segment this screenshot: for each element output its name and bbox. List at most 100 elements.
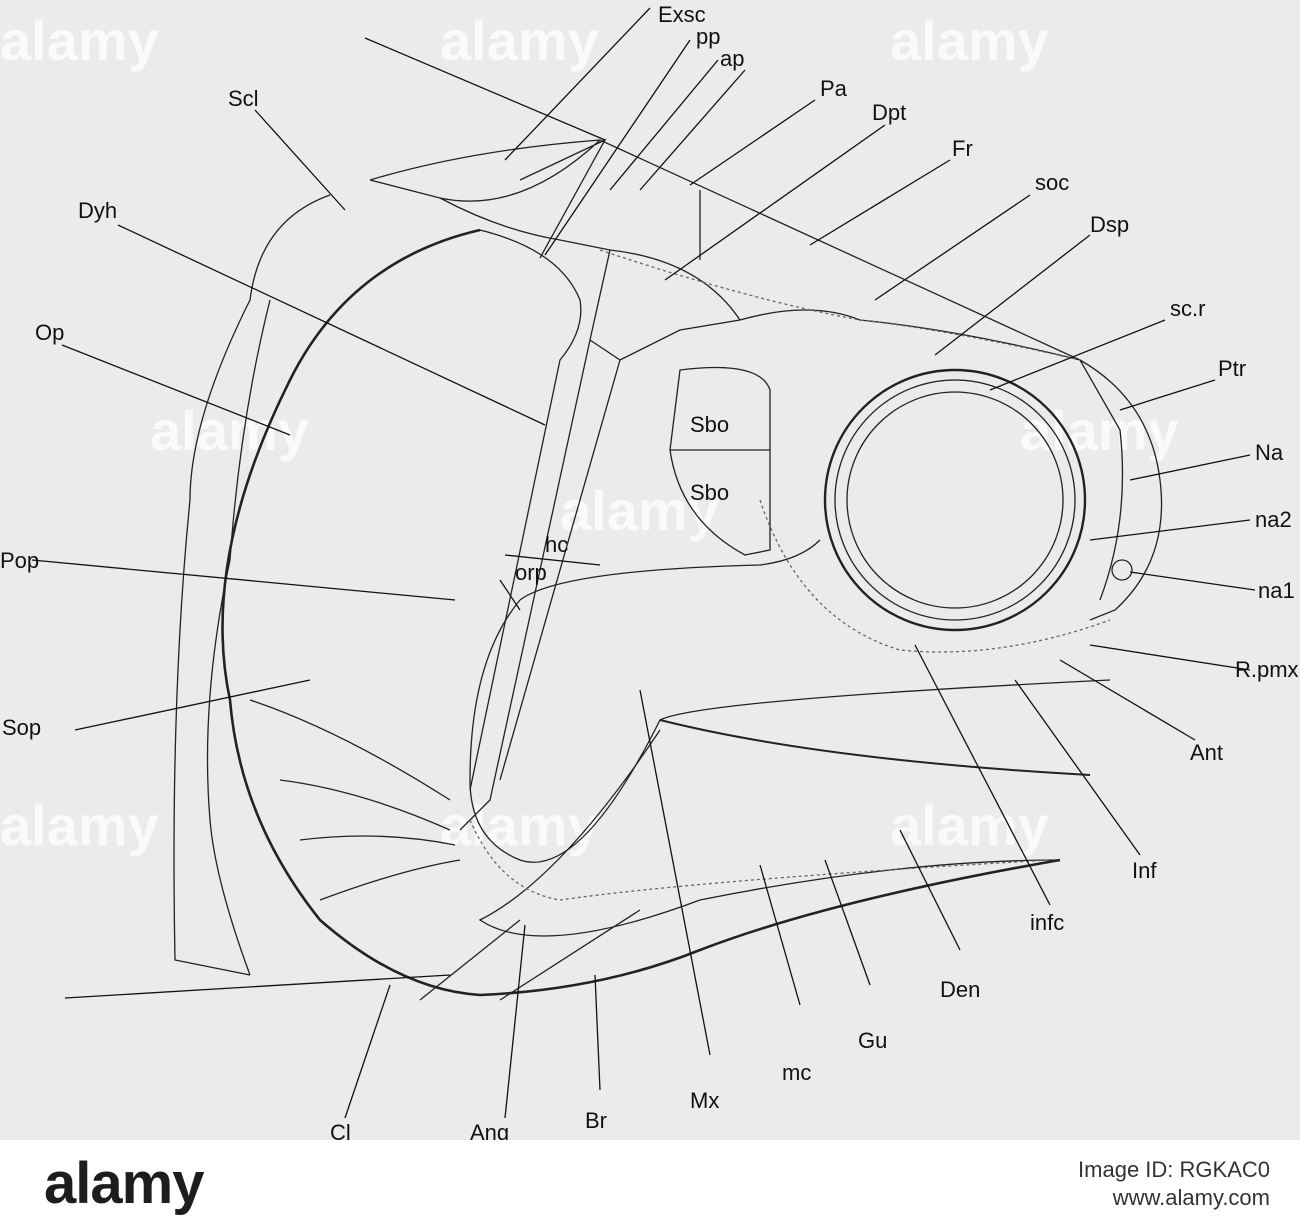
leader-line [64,974,451,999]
watermark: alamy [1020,399,1179,462]
leader-line [899,829,961,951]
maxilla-outline [469,599,1111,863]
label-pa: Pa [820,76,848,101]
label-cl: Cl [330,1120,351,1140]
leader-line [689,99,816,186]
label-na2: na2 [1255,507,1292,532]
leader-line [1089,519,1251,541]
supraorbital-canal [599,249,1081,361]
leader-line [74,679,311,731]
leader-line [544,39,691,256]
leader-line [594,974,601,1091]
leader-line [1014,679,1141,856]
angular-line [419,919,521,1001]
watermark: alamy [440,9,599,72]
label-exsc: Exsc [658,2,706,27]
infraorbital-canal [759,499,1111,653]
labels: Exsc pp ap Pa Dpt Fr soc Dsp sc.r Ptr Na… [0,2,1299,1140]
leader-line [1119,379,1216,411]
leader-line [504,7,651,161]
watermark: alamy [560,479,719,542]
dsp-boundary [739,309,1081,361]
branchial-line [499,909,641,1001]
leader-line [914,644,1051,906]
leader-line [504,924,526,1119]
leader-line [254,109,346,211]
label-sop: Sop [2,715,41,740]
skull-outline [173,138,1163,1001]
leader-line [344,984,391,1119]
label-sbo-upper: Sbo [690,412,729,437]
footer-url[interactable]: www.alamy.com [1112,1185,1270,1210]
leader-line [609,59,719,191]
mandibular-canal [469,819,1051,901]
label-gu: Gu [858,1028,887,1053]
label-sbo-lower: Sbo [690,480,729,505]
branchiostegal-1 [319,859,461,901]
label-den: Den [940,977,980,1002]
leader-line [61,344,291,436]
leader-line [759,864,801,1006]
label-rpmx: R.pmx [1235,657,1299,682]
leader-line [874,194,1031,301]
stock-footer: alamy Image ID: RGKAC0 www.alamy.com [0,1140,1300,1229]
label-dpt: Dpt [872,100,906,125]
orbit-outer [823,368,1087,632]
label-ptr: Ptr [1218,356,1246,381]
suborbital-bones [669,366,771,556]
extrascapular-outline [369,139,601,202]
watermark: alamy [0,794,159,857]
leader-line [117,224,546,426]
watermark: alamy [890,9,1049,72]
pop-inner [499,359,621,781]
leader-line [1089,644,1251,671]
ptr-boundary [1079,359,1124,601]
leader-line [639,69,746,191]
branchiostegal-2 [299,835,456,846]
leader-line [809,159,951,246]
orbit-mid [834,379,1076,621]
maxilla-top [519,539,821,601]
label-fr: Fr [952,136,973,161]
leader-line [934,234,1091,356]
leader-line [364,37,606,141]
orbit-inner [846,391,1064,609]
label-orp: orp [515,560,547,585]
leader-line [504,554,601,566]
label-na: Na [1255,440,1284,465]
skull-roof-outline [369,139,1163,621]
leader-line [1129,454,1251,481]
leader-line [1129,571,1256,591]
watermark: alamy [890,794,1049,857]
watermark-group: alamy alamy alamy alamy alamy alamy alam… [0,9,1179,857]
branchiostegal-4 [249,699,451,801]
label-br: Br [585,1108,607,1133]
diagram-svg: alamy alamy alamy alamy alamy alamy alam… [0,2,1299,1140]
label-soc: soc [1035,170,1069,195]
leader-line [639,689,711,1056]
leader-line [1059,659,1196,741]
leader-line [499,579,521,611]
cleithrum-inner [206,299,271,976]
pop-edge [459,339,591,831]
label-dsp: Dsp [1090,212,1129,237]
lower-jaw [478,729,1061,937]
nostril-na1 [1111,559,1133,581]
label-na1: na1 [1258,578,1295,603]
leader-line [664,124,886,281]
label-mx: Mx [690,1088,719,1113]
leader-line [824,859,871,986]
footer-info: Image ID: RGKAC0 www.alamy.com [1078,1156,1270,1212]
label-pp: pp [696,24,720,49]
watermark: alamy [150,399,309,462]
leader-lines [31,7,1256,1119]
alamy-logo: alamy [44,1151,204,1216]
operculum-heavy-outline [221,228,1061,997]
label-dyh: Dyh [78,198,117,223]
label-ap: ap [720,46,744,71]
leader-line [31,559,456,601]
watermark: alamy [0,9,159,72]
label-ang: Ang [470,1120,509,1140]
label-infc: infc [1030,910,1064,935]
label-op: Op [35,320,64,345]
